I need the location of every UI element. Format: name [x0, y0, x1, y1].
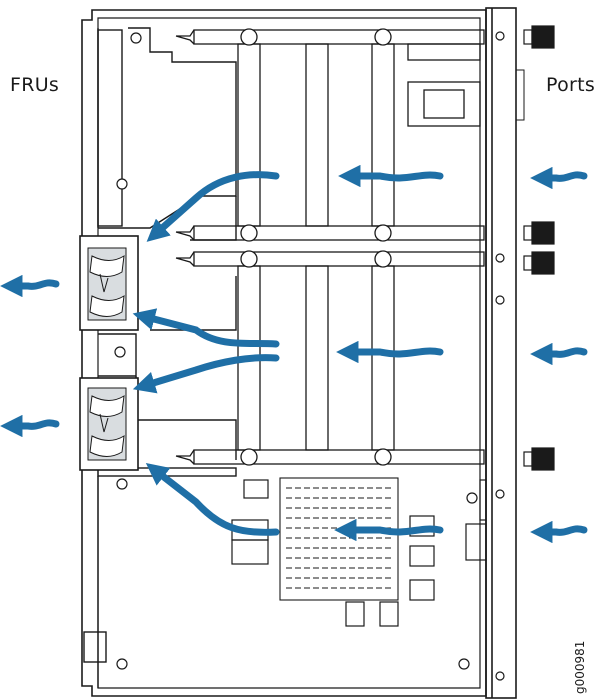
airflow-arrow	[146, 171, 280, 242]
fan-module-top	[79, 235, 139, 331]
airflow-arrows	[0, 164, 588, 544]
airflow-arrow	[132, 354, 280, 394]
airflow-arrow	[530, 342, 588, 366]
airflow-arrow	[338, 164, 444, 188]
fru-panel	[83, 27, 237, 688]
airflow-arrow	[0, 414, 60, 438]
airflow-arrow	[530, 520, 588, 544]
airflow-arrow	[0, 274, 60, 298]
chassis-body	[81, 7, 525, 699]
fan-module-bottom	[79, 377, 139, 471]
figure-id-label: g000981	[573, 640, 587, 694]
airflow-arrow	[336, 340, 444, 364]
airflow-arrow	[530, 166, 588, 190]
card-slots	[175, 29, 485, 465]
airflow-arrow	[132, 308, 280, 348]
chassis-screws	[114, 31, 505, 681]
airflow-arrow	[145, 462, 280, 536]
board-components	[231, 479, 487, 627]
slot-thumbscrews	[240, 28, 392, 466]
airflow-arrow	[334, 518, 444, 542]
heatsink	[279, 477, 399, 601]
ports-label: Ports	[546, 74, 596, 96]
port-connectors	[523, 25, 555, 471]
frus-label: FRUs	[10, 74, 60, 96]
